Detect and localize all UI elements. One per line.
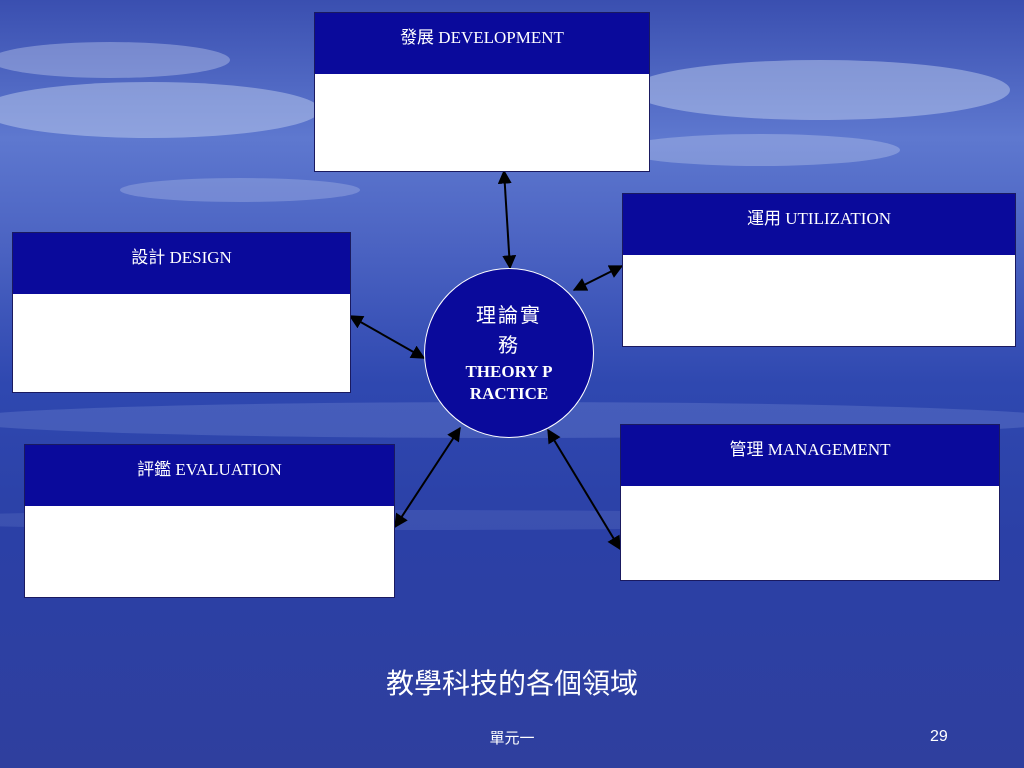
box-development: 發展 DEVELOPMENT — [314, 12, 650, 172]
footer-unit-label: 單元一 — [489, 729, 535, 747]
center-theory-practice-circle: 理論實務 THEORY PRACTICE — [424, 268, 594, 438]
box-utilization-label: 運用 UTILIZATION — [623, 194, 1015, 256]
box-utilization: 運用 UTILIZATION — [622, 193, 1016, 347]
arrow-management — [547, 428, 621, 551]
slide-title: 教學科技的各個領域 — [385, 667, 638, 700]
box-evaluation: 評鑑 EVALUATION — [24, 444, 395, 598]
box-management-label: 管理 MANAGEMENT — [621, 425, 999, 487]
arrow-development — [497, 169, 517, 270]
center-label-zh: 理論實務 — [476, 305, 542, 357]
arrow-design — [348, 315, 426, 359]
center-label-en: THEORY PRACTICE — [465, 362, 553, 403]
box-management: 管理 MANAGEMENT — [620, 424, 1000, 581]
box-design: 設計 DESIGN — [12, 232, 351, 393]
arrow-evaluation — [394, 426, 461, 529]
box-development-label: 發展 DEVELOPMENT — [315, 13, 649, 75]
page-number: 29 — [930, 728, 948, 745]
box-design-label: 設計 DESIGN — [13, 233, 350, 295]
box-evaluation-label: 評鑑 EVALUATION — [25, 445, 394, 507]
arrow-utilization — [572, 265, 624, 291]
